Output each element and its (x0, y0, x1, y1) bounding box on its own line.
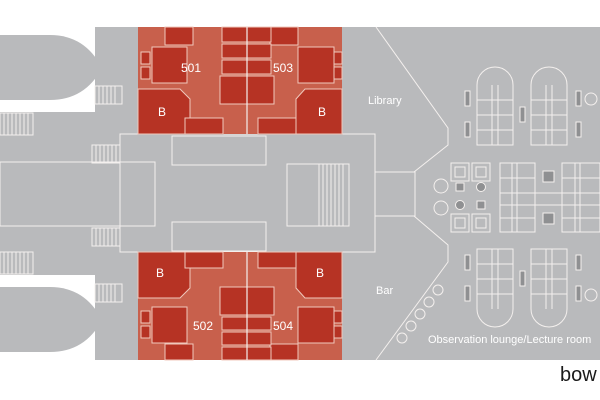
area-label-bar: Bar (376, 285, 393, 297)
orientation-label-bow: bow (560, 364, 597, 386)
cabin-label-501: 501 (181, 61, 201, 75)
cabin-label-504: 504 (273, 319, 293, 333)
cabin-503 (246, 26, 343, 135)
bath-label-502: B (156, 266, 164, 280)
stairs-top-inner (94, 85, 123, 105)
cabin-label-502: 502 (193, 319, 213, 333)
main-staircase (286, 163, 350, 227)
area-label-lounge: Observation lounge/Lecture room (428, 334, 591, 346)
lounge-table-bottom-right (530, 248, 568, 328)
lounge-table-top-right (530, 66, 568, 146)
bath-label-503: B (318, 105, 326, 119)
stairs-bottom-outer (0, 251, 34, 275)
vestibule (374, 171, 416, 217)
bar-stools (396, 284, 444, 344)
lifeboat-top (0, 35, 102, 100)
stairs-mid-bottom (91, 227, 121, 247)
lifeboat-bottom (0, 287, 102, 352)
service-room-top (171, 135, 267, 166)
lounge-table-bottom-left (476, 248, 514, 328)
service-room-bottom (171, 221, 267, 252)
bar-wall (375, 215, 449, 361)
library-wall (375, 26, 449, 173)
cabin-501 (137, 26, 248, 135)
stairs-bottom-inner (94, 283, 123, 303)
cabin-502 (137, 251, 248, 361)
bath-label-501: B (158, 105, 166, 119)
aft-room (0, 161, 156, 227)
bath-label-504: B (316, 266, 324, 280)
stairs-top-outer (0, 112, 34, 136)
lounge-table-top-left (476, 66, 514, 146)
cabin-504 (246, 251, 343, 361)
area-label-library: Library (368, 95, 402, 107)
lounge-seating-middle (433, 162, 600, 233)
cabin-label-503: 503 (273, 61, 293, 75)
